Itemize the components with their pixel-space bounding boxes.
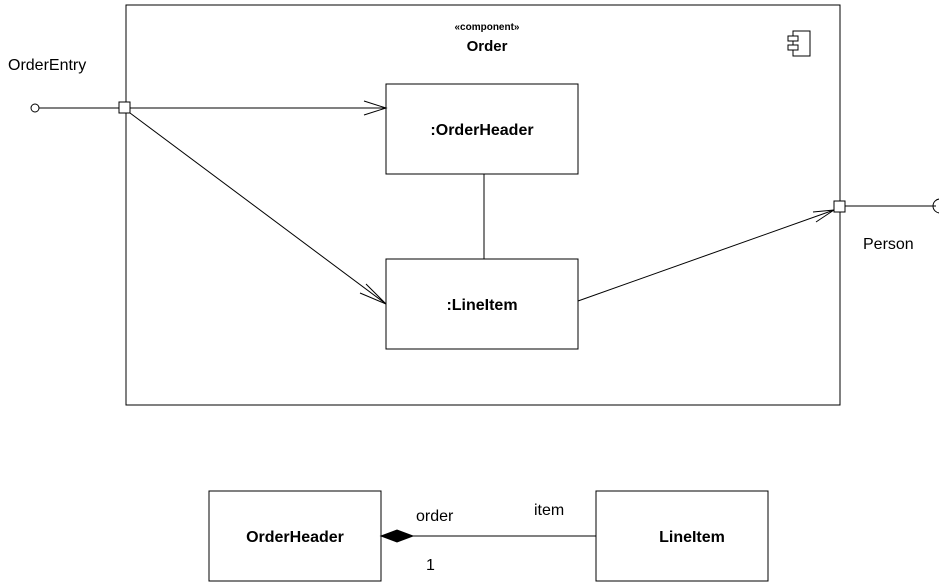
person-port[interactable] <box>833 200 846 213</box>
order-entry-label: OrderEntry <box>8 57 86 74</box>
class-line-item-box[interactable] <box>595 490 769 582</box>
person-socket <box>932 198 939 214</box>
composition-diamond <box>379 529 415 543</box>
multiplicity-label: 1 <box>426 557 435 574</box>
role-item-label: item <box>534 502 564 519</box>
part-order-header-label: :OrderHeader <box>430 122 533 139</box>
delegation-arrow-to-order-header <box>130 100 388 116</box>
component-icon <box>787 30 811 57</box>
part-order-header-box[interactable] <box>385 83 579 175</box>
part-line-item-label: :LineItem <box>446 297 517 314</box>
class-line-item-label: LineItem <box>659 529 725 546</box>
person-label: Person <box>863 236 914 253</box>
component-name: Order <box>467 38 508 55</box>
role-order-label: order <box>416 508 454 525</box>
delegation-arrow-to-line-item <box>129 112 387 305</box>
class-order-header-box[interactable] <box>208 490 382 582</box>
order-entry-port[interactable] <box>118 101 131 114</box>
component-stereotype: «component» <box>454 22 519 33</box>
order-entry-lollipop <box>30 103 40 113</box>
class-order-header-label: OrderHeader <box>246 529 344 546</box>
part-line-item-box[interactable] <box>385 258 579 350</box>
